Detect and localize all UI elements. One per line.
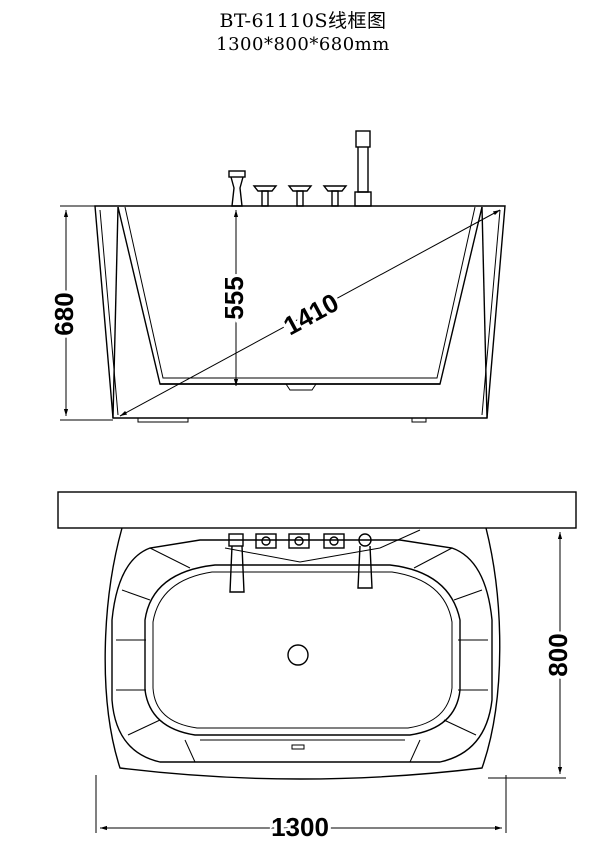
drain-icon <box>287 644 309 666</box>
height-dimension-label: 680 <box>49 292 79 335</box>
length-dimension-label: 1300 <box>271 812 329 842</box>
hand-shower-icon <box>354 130 372 207</box>
dimensions-title: 1300*800*680mm <box>216 34 390 55</box>
side-view <box>94 130 506 423</box>
depth-dimension-label: 800 <box>543 633 573 676</box>
top-view <box>57 491 577 780</box>
valve-handle-icon <box>288 533 310 549</box>
deck-rim <box>57 491 577 529</box>
top-dimensions <box>95 527 566 833</box>
valve-handle-icon <box>287 185 313 207</box>
bathtub-basin <box>144 564 461 736</box>
inner-depth-dimension-label: 555 <box>219 276 249 319</box>
faucet-spout-icon <box>228 533 245 593</box>
diagonal-dimension-label: 1410 <box>278 287 343 341</box>
bathtub-outer-outline <box>104 527 501 780</box>
bathtub-inner-basin <box>117 206 483 385</box>
faucet-spout-icon <box>228 170 246 207</box>
valve-handle-icon <box>255 533 277 549</box>
valve-handle-icon <box>252 185 278 207</box>
valve-handle-icon <box>323 533 345 549</box>
side-dimensions <box>60 205 501 421</box>
overflow-icon <box>291 744 305 750</box>
hand-shower-icon <box>357 533 373 589</box>
model-title: BT-61110S线框图 <box>219 10 387 32</box>
valve-handle-icon <box>322 185 348 207</box>
bathtub-rim-band <box>111 539 493 763</box>
